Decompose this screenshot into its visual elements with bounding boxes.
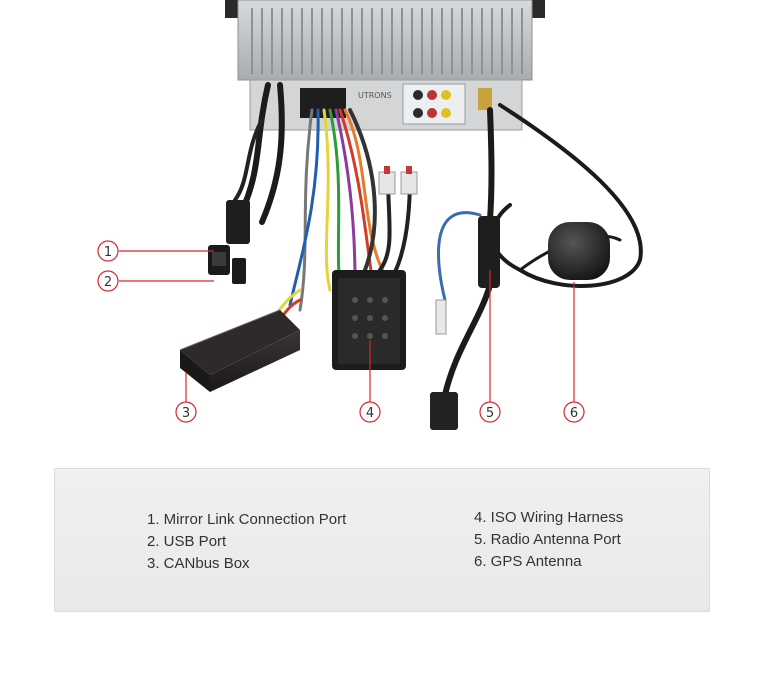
callout-3: 3 [175, 401, 197, 423]
radio-antenna-port [430, 216, 500, 430]
legend-panel: 1. Mirror Link Connection Port 2. USB Po… [54, 468, 710, 612]
legend-item: 4. ISO Wiring Harness [474, 509, 624, 526]
head-unit-label: UTRONS [358, 91, 392, 100]
callout-3-number: 3 [182, 406, 190, 421]
callout-5-number: 5 [486, 406, 494, 421]
callouts [119, 250, 575, 403]
callout-4: 4 [359, 401, 381, 423]
callout-6: 6 [563, 401, 585, 423]
callout-2-number: 2 [104, 275, 112, 290]
legend-item: 1. Mirror Link Connection Port [147, 511, 347, 528]
wiring-diagram: UTRONS [97, 0, 643, 430]
legend-item: 3. CANbus Box [147, 555, 250, 572]
usb-port [226, 200, 250, 284]
callout-5: 5 [479, 401, 501, 423]
legend-item: 2. USB Port [147, 533, 227, 550]
mirror-link-connection-port [208, 245, 230, 275]
callout-2: 2 [97, 270, 119, 292]
callout-1: 1 [97, 240, 119, 262]
iso-wiring-harness [332, 270, 406, 370]
cables [233, 82, 643, 398]
heatsink-fins [251, 8, 523, 74]
callout-4-number: 4 [366, 406, 374, 421]
legend-column-right: 4. ISO Wiring Harness 5. Radio Antenna P… [474, 507, 623, 573]
gps-antenna [548, 222, 610, 280]
callout-1-number: 1 [104, 245, 112, 260]
legend-item: 5. Radio Antenna Port [474, 531, 621, 548]
canbus-box [179, 309, 300, 392]
rca-plugs [378, 166, 418, 195]
legend-item: 6. GPS Antenna [474, 553, 582, 570]
legend-column-left: 1. Mirror Link Connection Port 2. USB Po… [147, 509, 346, 575]
head-unit: UTRONS [225, 0, 545, 131]
callout-6-number: 6 [570, 406, 578, 421]
